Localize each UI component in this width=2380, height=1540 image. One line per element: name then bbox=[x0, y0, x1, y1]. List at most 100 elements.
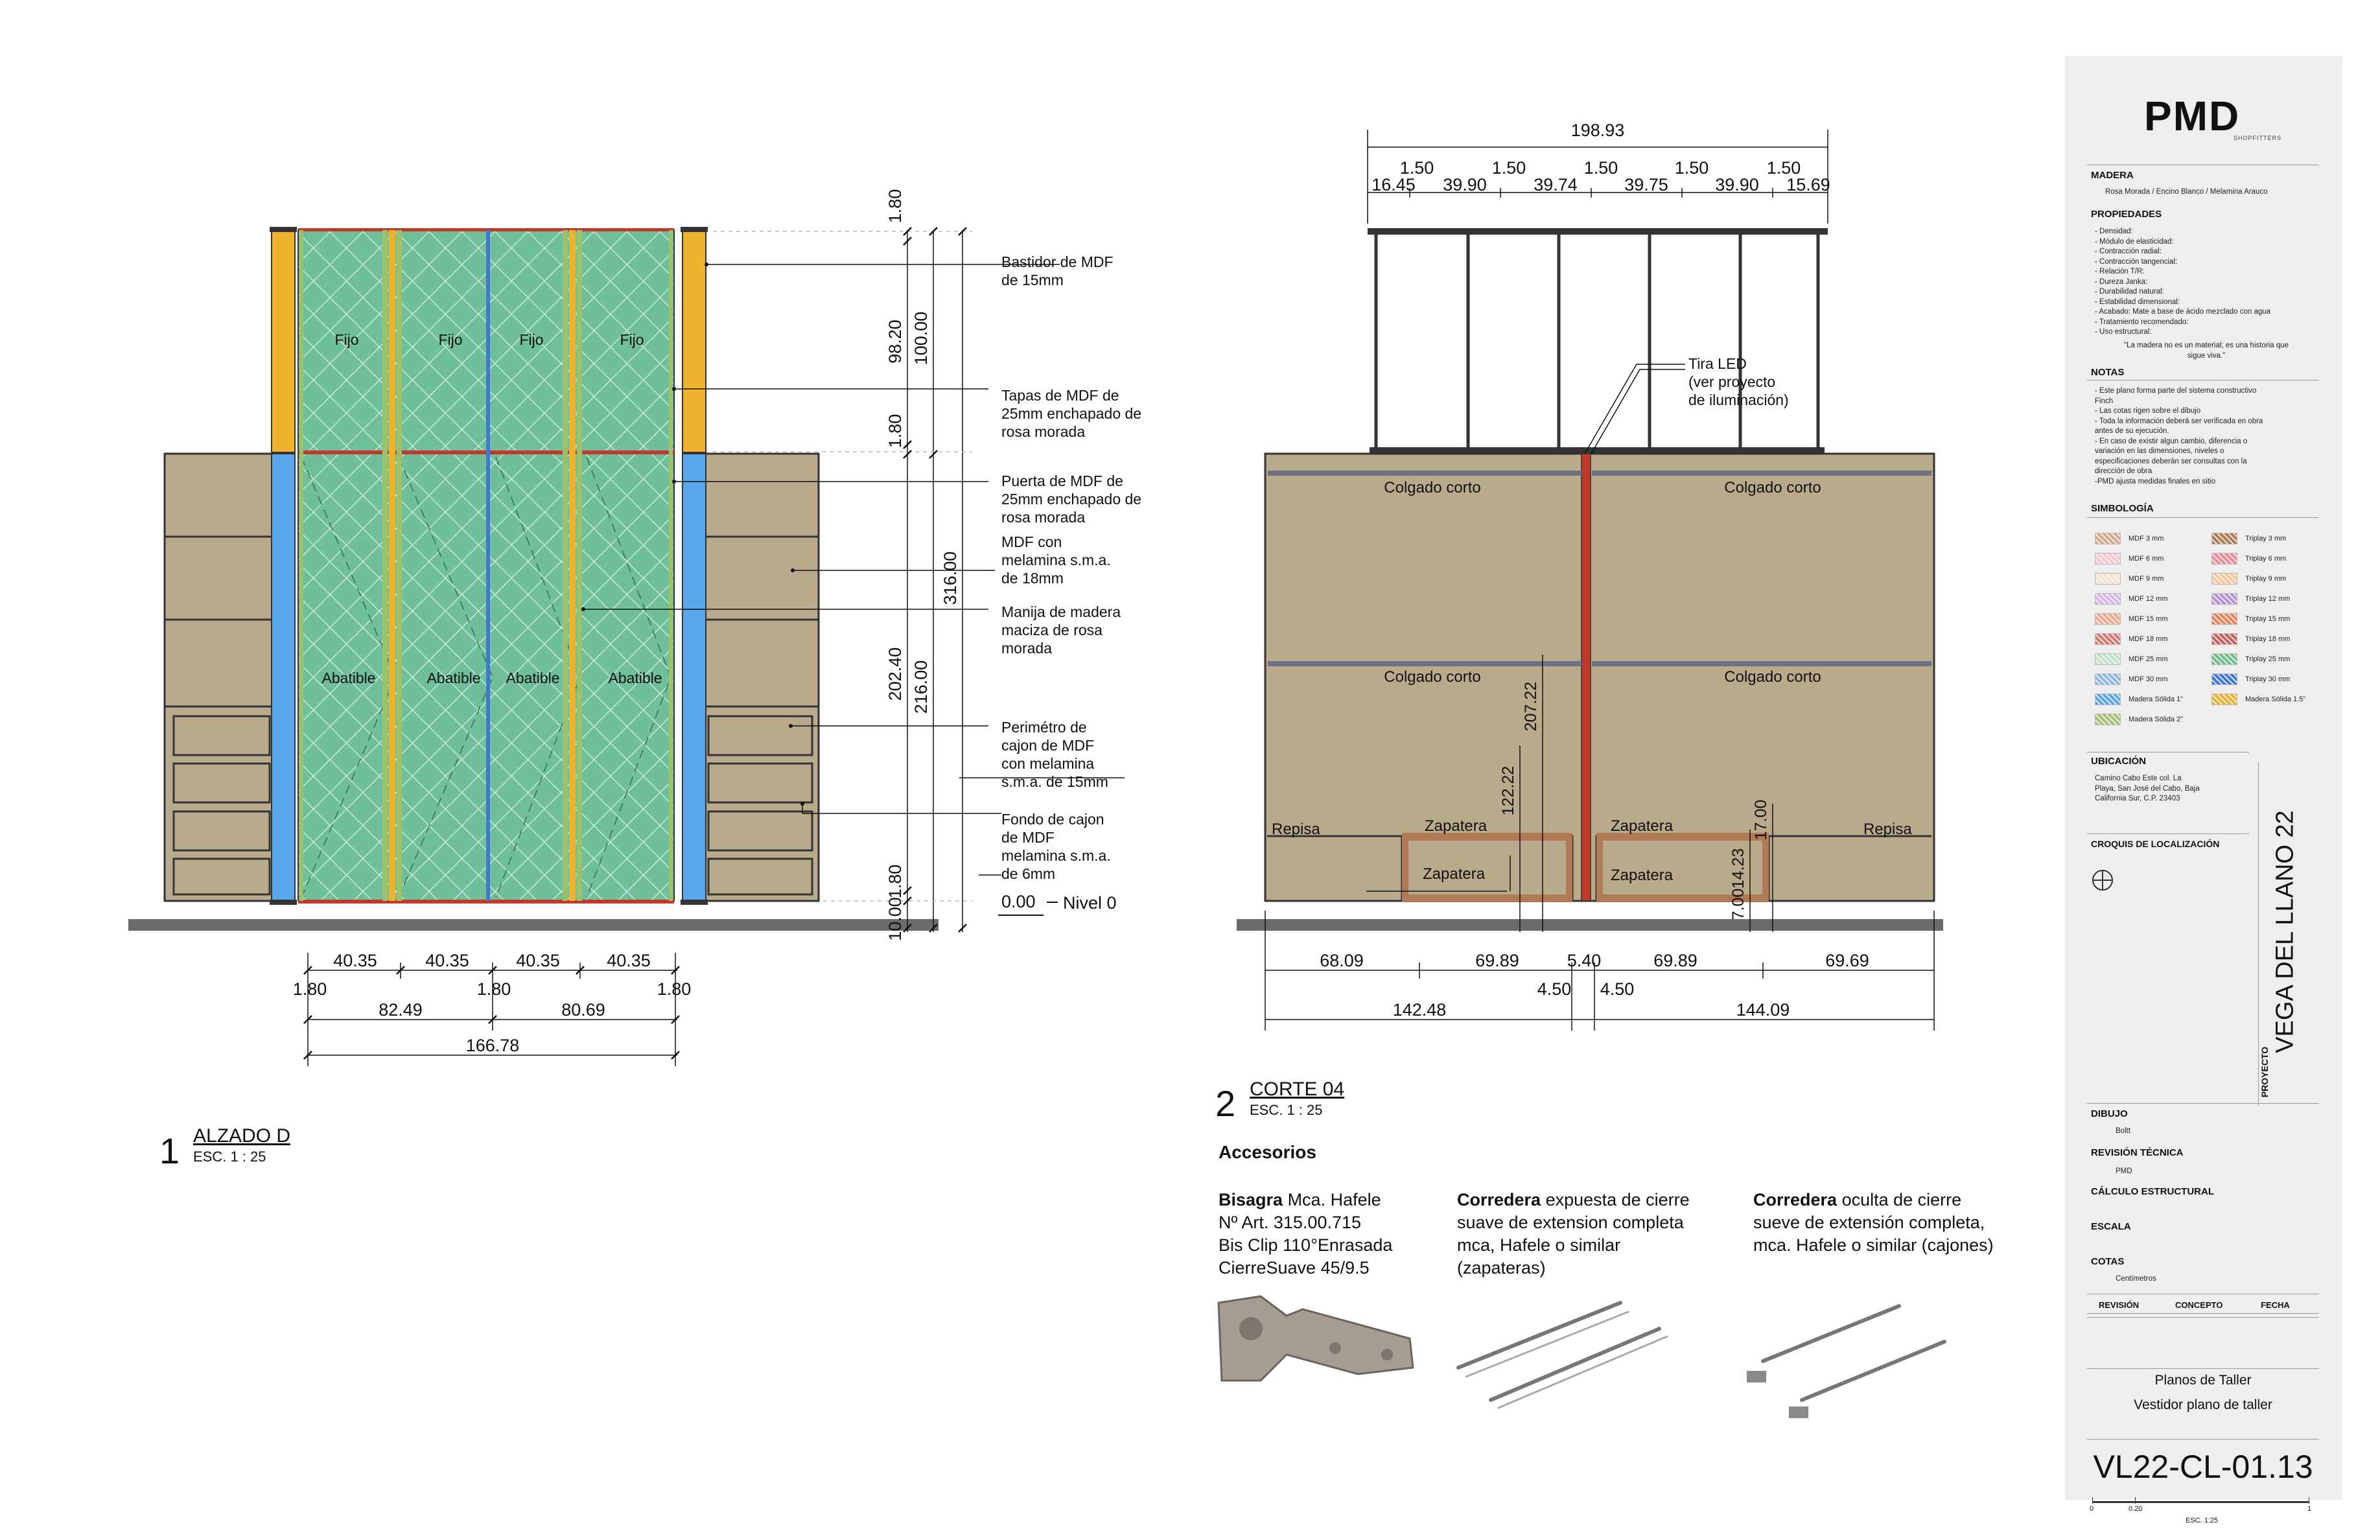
dim-label: 7.00 bbox=[1729, 889, 1747, 920]
left-cabinet bbox=[163, 452, 277, 902]
dim-label: 1.80 bbox=[885, 414, 905, 449]
panel-label: Fijo bbox=[438, 331, 462, 348]
project-name: VEGA DEL LLANO 22 bbox=[2271, 810, 2299, 1053]
dim-label: 316.00 bbox=[940, 552, 960, 605]
madera-value: Rosa Morada / Encino Blanco / Melamina A… bbox=[2105, 188, 2268, 196]
company-logo-sub: SHOPFITTERS bbox=[2234, 135, 2282, 141]
company-logo: PMD bbox=[2144, 93, 2241, 139]
simbologia-heading: SIMBOLOGÍA bbox=[2091, 503, 2154, 514]
title-block: PMD SHOPFITTERS MADERA Rosa Morada / Enc… bbox=[2065, 56, 2342, 1524]
dim-label: 1.80 bbox=[657, 979, 692, 999]
dim-label: 10.00 bbox=[885, 897, 905, 941]
accessory-exposed-slide: Corredera expuesta de cierre suave de ex… bbox=[1457, 1189, 1690, 1279]
view-title-1: 1 ALZADO D ESC. 1 : 25 bbox=[159, 1125, 290, 1171]
accessory-bold: Bisagra bbox=[1219, 1190, 1283, 1209]
dim-label: 1.50 bbox=[1767, 158, 1801, 178]
dim-label: 15.69 bbox=[1786, 175, 1830, 194]
ceiling-posts bbox=[1368, 228, 1828, 454]
dim-label: 69.89 bbox=[1653, 951, 1698, 970]
callout-manija: Manija de madera maciza de rosa morada bbox=[1001, 603, 1121, 657]
dim-label: 1.50 bbox=[1400, 158, 1434, 178]
legend-swatch bbox=[2095, 673, 2121, 685]
legend-item: MDF 3 mm bbox=[2095, 533, 2164, 544]
level-marker: 0.00 Nivel 0 bbox=[998, 892, 1117, 916]
dim-label: 1.80 bbox=[885, 865, 905, 899]
scale-tick: 0.20 bbox=[2129, 1505, 2143, 1513]
elevation-drawing: Fijo Fijo Fijo Fijo Abatible Abatible Ab… bbox=[128, 189, 1125, 1066]
project-box: VEGA DEL LLANO 22 PROYECTO bbox=[2258, 762, 2320, 1106]
legend-swatch bbox=[2095, 714, 2121, 725]
shelf-label: Zapatera bbox=[1425, 817, 1488, 835]
legend-label: Triplay 18 mm bbox=[2245, 635, 2291, 643]
dim-label: 39.74 bbox=[1534, 175, 1578, 194]
project-label: PROYECTO bbox=[2259, 1046, 2270, 1098]
dim-label: 5.40 bbox=[1567, 951, 1602, 970]
dim-label: 1.80 bbox=[477, 979, 511, 999]
legend-item: Triplay 30 mm bbox=[2211, 673, 2290, 685]
legend-item: Madera Sólida 1.5" bbox=[2211, 694, 2305, 705]
dim-label: 69.89 bbox=[1475, 951, 1519, 970]
legend-item: Madera Sólida 1" bbox=[2095, 694, 2183, 705]
panel-label: Fijo bbox=[620, 331, 644, 348]
dim-label: 39.90 bbox=[1715, 175, 1759, 194]
hanging-rods bbox=[1268, 471, 1931, 666]
dim-label: 142.48 bbox=[1393, 1000, 1447, 1020]
right-cabinet bbox=[702, 452, 820, 902]
revision-tecnica-value: PMD bbox=[2116, 1167, 2132, 1175]
svg-text:1: 1 bbox=[159, 1130, 180, 1171]
legend-swatch bbox=[2211, 533, 2237, 544]
dim-label: 40.35 bbox=[333, 951, 377, 970]
left-post-lower bbox=[271, 453, 296, 902]
section-bottom-dims bbox=[1265, 911, 1935, 1031]
legend-label: Triplay 30 mm bbox=[2245, 675, 2291, 683]
legend-label: Madera Sólida 1.5" bbox=[2245, 695, 2306, 703]
hinge-icon bbox=[1217, 1295, 1414, 1382]
svg-text:2: 2 bbox=[1215, 1083, 1235, 1124]
dim-label: 40.35 bbox=[607, 951, 651, 970]
dim-label: 68.09 bbox=[1320, 951, 1364, 970]
concealed-slide-icon bbox=[1747, 1304, 1946, 1418]
legend-label: MDF 6 mm bbox=[2129, 555, 2164, 563]
dim-label: 80.69 bbox=[561, 1000, 605, 1020]
dim-label: 16.45 bbox=[1371, 175, 1416, 194]
legend-item: Madera Sólida 2" bbox=[2095, 714, 2183, 725]
led-leader bbox=[1584, 364, 1685, 454]
sheet-title-2: Vestidor plano de taller bbox=[2134, 1397, 2272, 1412]
legend-swatch bbox=[2211, 673, 2237, 685]
legend-item: Triplay 3 mm bbox=[2211, 533, 2286, 544]
right-post-upper bbox=[682, 229, 706, 453]
zone-label: Colgado corto bbox=[1384, 668, 1480, 686]
legend-label: MDF 3 mm bbox=[2129, 535, 2164, 542]
rev-col-revision: REVISIÓN bbox=[2099, 1300, 2140, 1310]
dim-label: 40.35 bbox=[425, 951, 469, 970]
legend-swatch bbox=[2211, 573, 2237, 585]
ubicacion-value: Camino Cabo Este col. La Playa, San José… bbox=[2095, 775, 2200, 802]
panel-label: Fijo bbox=[334, 331, 358, 348]
shelf-label: Repisa bbox=[1272, 821, 1320, 838]
dim-label: 69.69 bbox=[1825, 951, 1869, 970]
legend-item: MDF 25 mm bbox=[2095, 653, 2168, 665]
section-top-dims bbox=[1367, 130, 1828, 224]
svg-text:ESC. 1 : 25: ESC. 1 : 25 bbox=[193, 1149, 266, 1165]
panel-label: Fijo bbox=[519, 331, 543, 348]
floor-slab bbox=[128, 919, 939, 931]
legend-item: MDF 12 mm bbox=[2095, 593, 2168, 605]
legend-item: MDF 6 mm bbox=[2095, 553, 2164, 565]
accessory-desc: expuesta de cierre suave de extension co… bbox=[1457, 1190, 1690, 1278]
elevation-bottom-dims bbox=[303, 953, 680, 1066]
dim-label: 1.50 bbox=[1584, 158, 1618, 178]
closet-body bbox=[1264, 452, 1935, 902]
dim-label: 166.78 bbox=[466, 1036, 520, 1055]
legend-item: MDF 15 mm bbox=[2095, 613, 2168, 625]
dibujo-heading: DIBUJO bbox=[2091, 1108, 2128, 1119]
door-label: Abatible bbox=[608, 670, 662, 686]
scale-label: ESC. 1:25 bbox=[2186, 1517, 2219, 1524]
legend-item: Triplay 6 mm bbox=[2211, 553, 2286, 565]
legend-item: MDF 30 mm bbox=[2095, 673, 2168, 685]
legend-label: Triplay 25 mm bbox=[2245, 655, 2291, 663]
dim-label: 17.00 bbox=[1752, 800, 1770, 841]
legend-item: Triplay 9 mm bbox=[2211, 573, 2286, 585]
tray-fronts bbox=[1402, 833, 1769, 902]
legend-item: MDF 9 mm bbox=[2095, 573, 2164, 585]
wood-quote: "La madera no es un material; es una his… bbox=[2123, 342, 2289, 360]
